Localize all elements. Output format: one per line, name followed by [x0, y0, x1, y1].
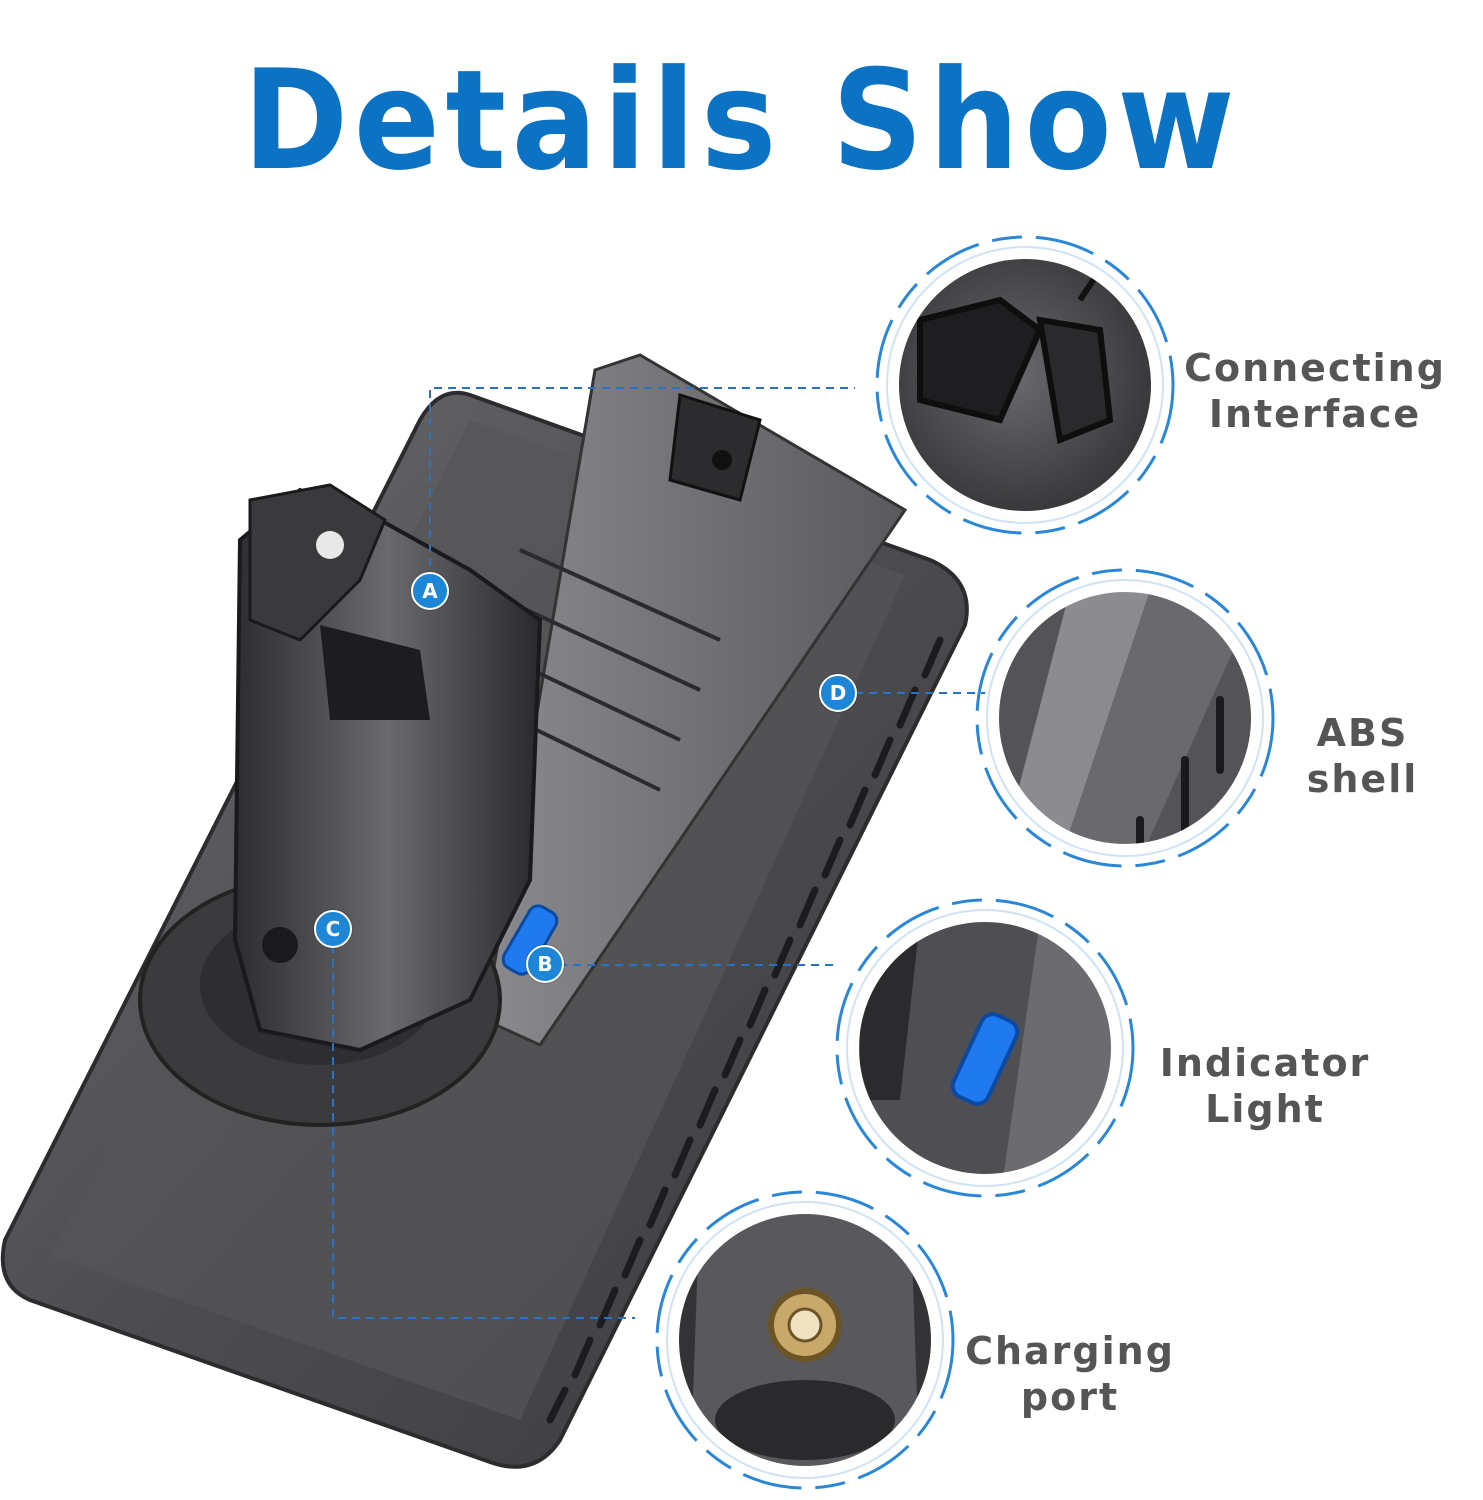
label-line: Interface: [1208, 392, 1422, 436]
label-charging-port: Charging port: [955, 1328, 1185, 1420]
marker-a: A: [411, 572, 449, 610]
label-line: ABS: [1316, 711, 1409, 755]
zoom-connecting-interface: [875, 235, 1175, 535]
marker-b: B: [526, 945, 564, 983]
label-line: Indicator: [1159, 1041, 1371, 1085]
label-line: Charging: [965, 1329, 1175, 1373]
marker-c: C: [314, 910, 352, 948]
battery-body: [0, 353, 969, 1469]
zoom-indicator-light: [835, 898, 1135, 1198]
label-connecting-interface: Connecting Interface: [1170, 345, 1460, 437]
label-line: port: [1020, 1375, 1120, 1419]
label-line: Light: [1205, 1087, 1325, 1131]
label-indicator-light: Indicator Light: [1150, 1040, 1380, 1132]
label-line: shell: [1306, 757, 1419, 801]
marker-d: D: [819, 674, 857, 712]
zoom-charging-port: [655, 1190, 955, 1490]
page-title: Details Show: [242, 40, 1241, 201]
zoom-abs-shell: [975, 568, 1275, 868]
label-abs-shell: ABS shell: [1280, 710, 1445, 802]
label-line: Connecting: [1184, 346, 1446, 390]
